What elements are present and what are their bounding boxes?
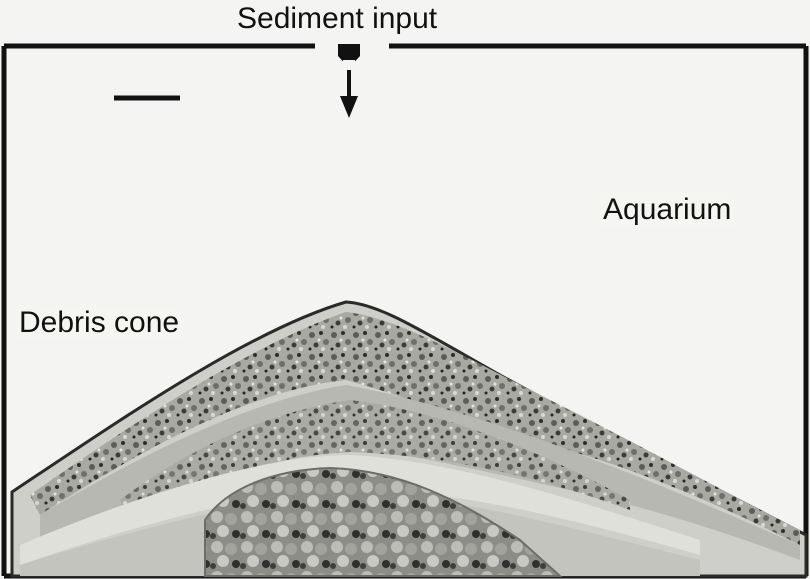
debris-cone-label: Debris cone [16, 306, 182, 340]
aquarium-label: Aquarium [600, 193, 734, 227]
sediment-input-label: Sediment input [234, 2, 440, 36]
